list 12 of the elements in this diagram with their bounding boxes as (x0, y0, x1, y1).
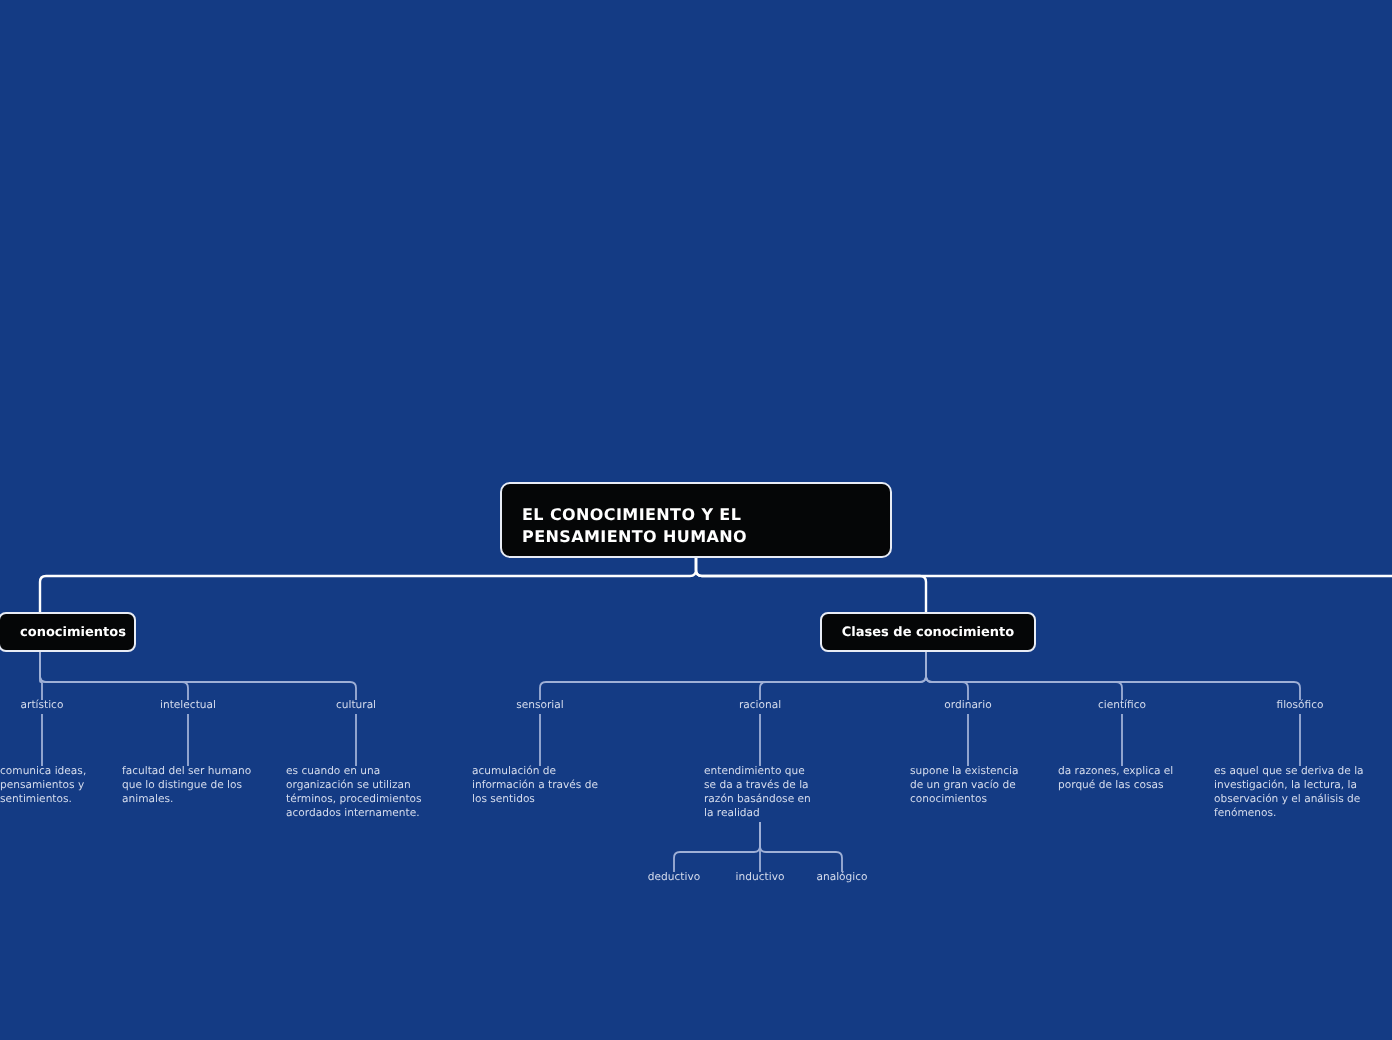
connector-line (355, 713, 357, 767)
connector-line (39, 651, 357, 701)
connector-line (967, 713, 969, 767)
central-topic-box: EL CONOCIMIENTO Y EL PENSAMIENTO HUMANO (500, 482, 892, 558)
connector-line (759, 713, 761, 767)
connector-line (187, 713, 189, 767)
connector-line (925, 651, 1301, 701)
connector-line (1299, 713, 1301, 767)
connector-line (694, 558, 1392, 578)
connector-line (1121, 713, 1123, 767)
connector-line (539, 713, 541, 767)
connector-line (41, 713, 43, 767)
